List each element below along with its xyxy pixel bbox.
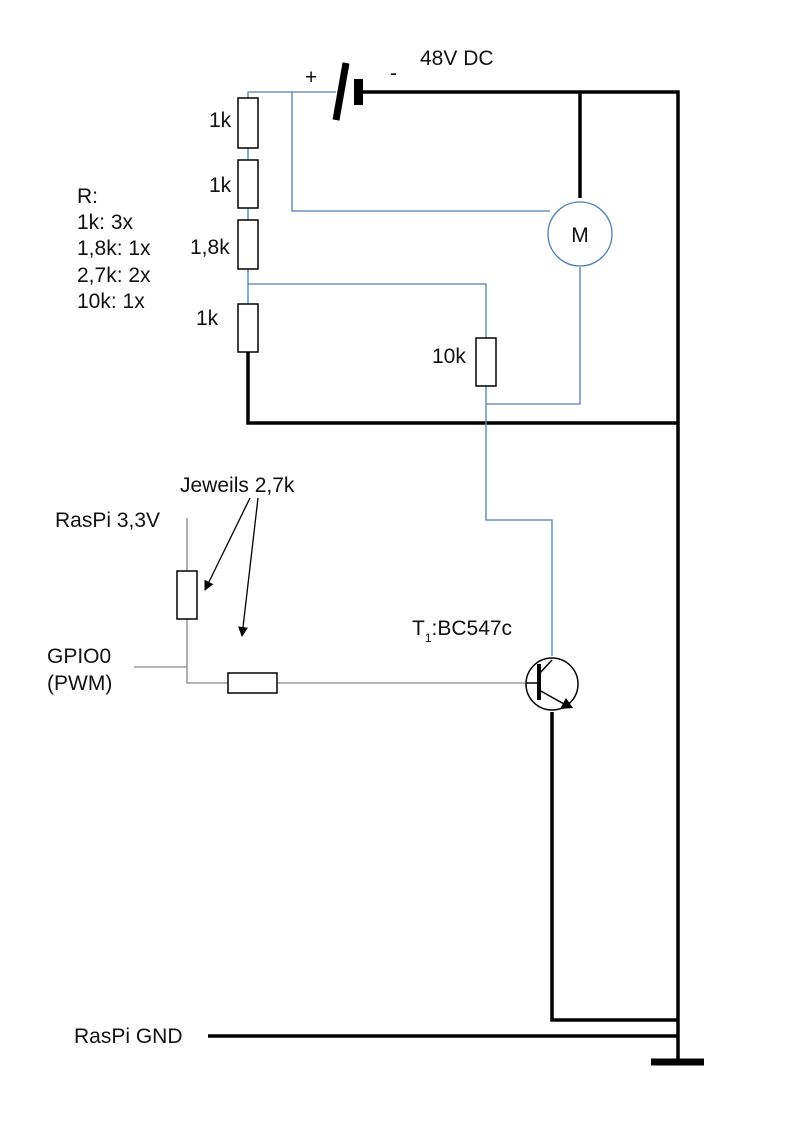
gpio-mode-label: (PWM) xyxy=(47,672,112,695)
battery-symbol xyxy=(332,62,363,121)
parts-list-line: 10k: 1x xyxy=(77,290,145,313)
annotation-arrow xyxy=(204,497,251,591)
resistor-10k-label: 10k xyxy=(432,345,466,368)
parts-list-line: 2,7k: 2x xyxy=(77,264,151,287)
resistor-10k xyxy=(475,337,497,387)
resistor-base xyxy=(227,672,278,694)
resistor-r2-label: 1k xyxy=(209,174,232,197)
transistor-prefix: T xyxy=(412,617,425,640)
supply-voltage-label: 48V DC xyxy=(420,47,494,70)
transistor-subscript: 1 xyxy=(425,631,432,645)
parts-list-line: 1,8k: 1x xyxy=(77,237,151,260)
motor-label: M xyxy=(571,224,589,247)
transistor-part: :BC547c xyxy=(432,617,513,640)
raspi-wires xyxy=(134,518,525,684)
resistor-pullup xyxy=(176,570,198,620)
motor-symbol xyxy=(547,201,613,267)
signal-wires xyxy=(247,91,581,656)
resistor-r4 xyxy=(237,303,259,353)
gpio-label: GPIO0 xyxy=(47,645,111,668)
transistor-symbol xyxy=(525,657,579,711)
battery-plus-label: + xyxy=(305,66,317,89)
annotation-label: Jeweils 2,7k xyxy=(180,474,295,497)
power-wires xyxy=(208,90,680,1062)
resistor-r3 xyxy=(237,219,259,270)
parts-list-line: 1k: 3x xyxy=(77,211,134,234)
raspi-vcc-label: RasPi 3,3V xyxy=(55,509,160,532)
raspi-gnd-label: RasPi GND xyxy=(74,1025,183,1048)
resistor-r3-label: 1,8k xyxy=(190,236,230,259)
resistor-r1-label: 1k xyxy=(209,109,232,132)
battery-minus-label: - xyxy=(390,62,397,85)
annotation-arrow xyxy=(238,497,259,637)
resistor-r2 xyxy=(237,159,259,209)
resistor-r1 xyxy=(237,97,259,149)
parts-list: R: 1k: 3x 1,8k: 1x 2,7k: 2x 10k: 1x xyxy=(77,185,151,313)
resistor-r4-label: 1k xyxy=(196,307,219,330)
parts-list-header: R: xyxy=(77,185,98,208)
transistor-label: T1:BC547c xyxy=(412,617,512,645)
